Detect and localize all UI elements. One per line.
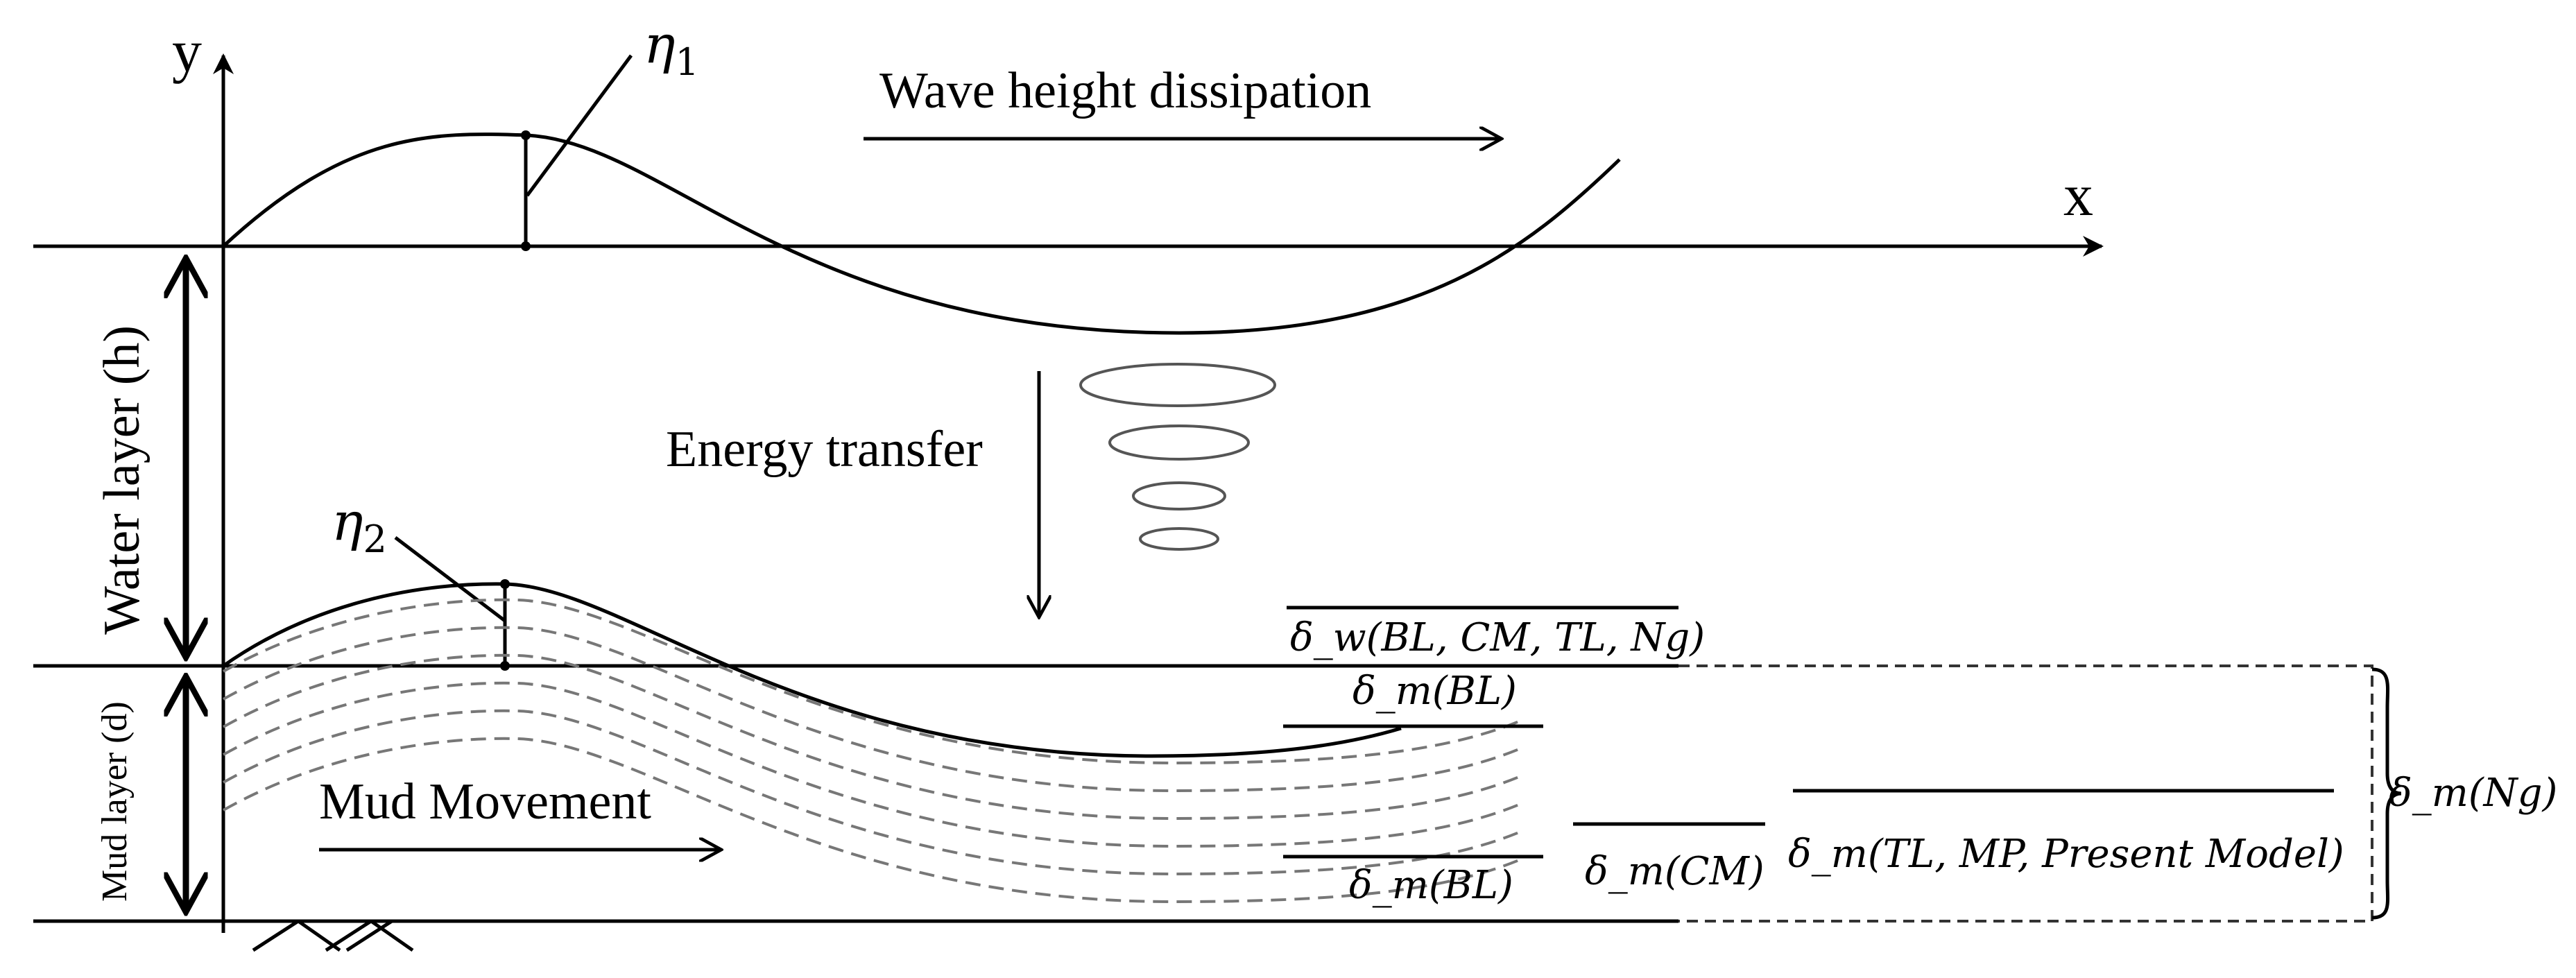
delta-m-ng-brace [2371, 667, 2402, 920]
eta1-top-dot [521, 130, 531, 140]
interface-wave [222, 582, 1402, 758]
mud-movement-label: Mud Movement [319, 773, 651, 830]
eta1-leader [525, 54, 633, 197]
x-axis-label: x [2063, 162, 2093, 228]
vortex-icon [1079, 363, 1276, 551]
wave-dissipation-label: Wave height dissipation [879, 62, 1371, 119]
domain-extension-dashed [1678, 664, 2373, 923]
delta-w-label: δ_w(BL, CM, TL, Ng) [1290, 615, 1705, 660]
delta-m-bl-top-label: δ_m(BL) [1353, 669, 1517, 714]
free-surface-wave [222, 132, 1621, 335]
ground-hatching [252, 919, 414, 952]
delta-m-tl-label: δ_m(TL, MP, Present Model) [1788, 832, 2344, 877]
y-axis-label: y [172, 17, 202, 84]
eta1-bottom-dot [521, 241, 531, 251]
mud-layer-label: Mud layer (d) [95, 701, 135, 902]
delta-m-bl-bottom-label: δ_m(BL) [1349, 863, 1513, 908]
eta2-label: η2 [332, 490, 387, 561]
eta1-label: η1 [644, 13, 699, 84]
water-layer-label: Water layer (h) [94, 325, 151, 635]
eta2-top-dot [500, 579, 510, 589]
mud-streamlines [223, 598, 1520, 904]
delta-m-cm-label: δ_m(CM) [1585, 849, 1764, 894]
delta-m-ng-label: δ_m(Ng) [2389, 771, 2557, 816]
eta2-leader [394, 536, 506, 622]
energy-transfer-label: Energy transfer [666, 421, 983, 478]
eta2-bottom-dot [500, 661, 510, 671]
